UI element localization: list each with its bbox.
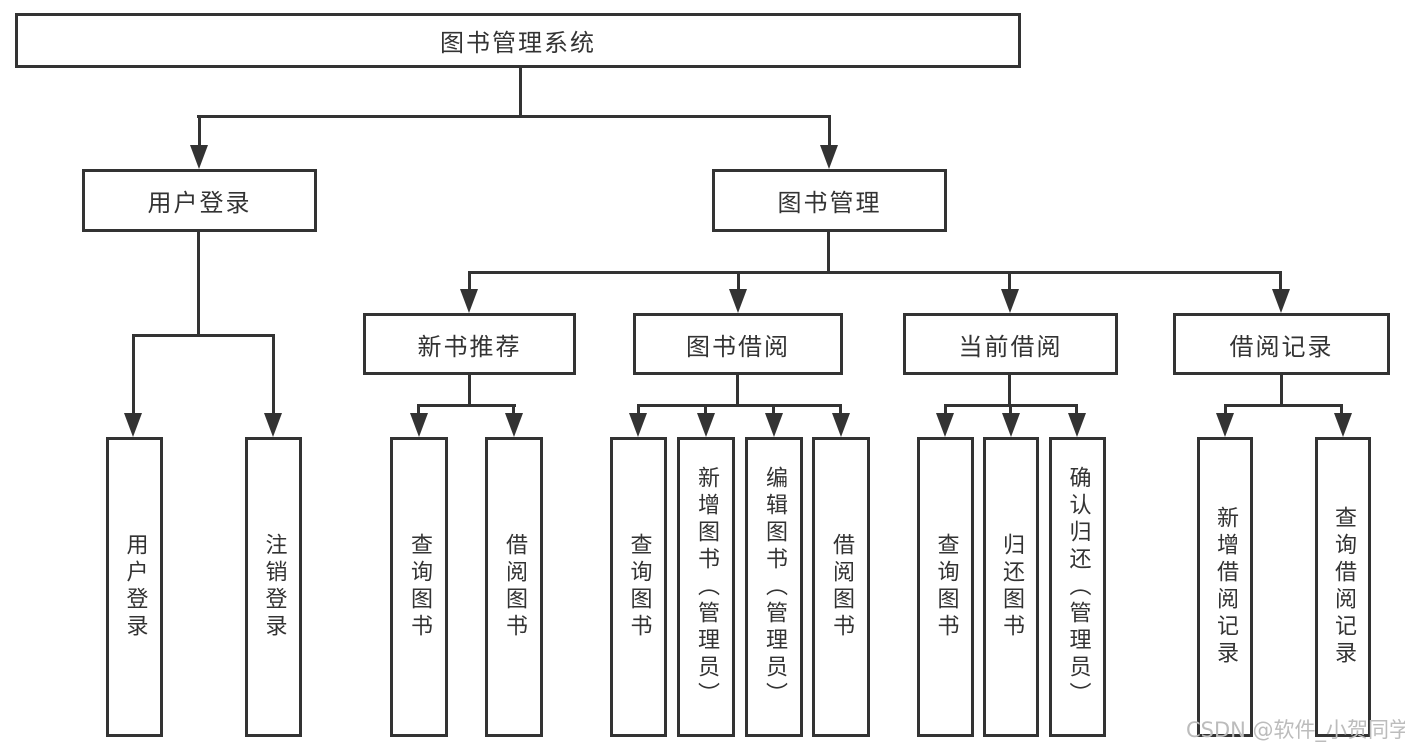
connector-line: [132, 334, 275, 337]
node-label: 新书推荐: [417, 332, 522, 361]
arrow-down-icon: [820, 145, 838, 169]
leaf-add-borrow-record: 新增借阅记录: [1197, 437, 1253, 737]
leaf-edit-books-admin: 编辑图书（管理员）: [745, 437, 803, 737]
arrow-down-icon: [124, 413, 142, 437]
connector-line: [512, 404, 515, 415]
node-library-management-system: 图书管理系统: [15, 13, 1021, 68]
connector-line: [197, 115, 831, 118]
connector-line: [1224, 404, 1227, 415]
leaf-borrow-books-borrowing: 借阅图书: [812, 437, 870, 737]
csdn-watermark: CSDN @软件_小贺同学: [1186, 718, 1405, 742]
leaf-label: 新增图书（管理员）: [694, 465, 719, 709]
node-label: 当前借阅: [958, 332, 1063, 361]
node-new-book-recommendation: 新书推荐: [363, 313, 576, 375]
connector-line: [944, 404, 947, 415]
leaf-label: 借阅图书: [829, 533, 854, 641]
leaf-label: 查询图书: [407, 533, 432, 641]
leaf-label: 编辑图书（管理员）: [762, 465, 787, 709]
leaf-label: 查询图书: [933, 533, 959, 641]
arrow-down-icon: [505, 413, 523, 437]
node-label: 图书借阅: [686, 332, 790, 361]
node-label: 图书管理系统: [440, 29, 596, 57]
arrow-down-icon: [832, 413, 850, 437]
node-label: 用户登录: [147, 189, 252, 217]
connector-line: [1279, 271, 1282, 291]
leaf-return-books: 归还图书: [983, 437, 1039, 737]
leaf-add-books-admin: 新增图书（管理员）: [677, 437, 735, 737]
connector-line: [772, 404, 775, 415]
connector-line: [1008, 375, 1011, 407]
leaf-user-login: 用户登录: [106, 437, 163, 737]
arrow-down-icon: [1272, 289, 1290, 313]
connector-line: [198, 115, 201, 147]
arrow-down-icon: [765, 413, 783, 437]
connector-line: [704, 404, 707, 415]
node-user-login: 用户登录: [82, 169, 317, 232]
connector-line: [1008, 271, 1011, 291]
leaf-label: 新增借阅记录: [1213, 506, 1238, 668]
connector-line: [839, 404, 842, 415]
arrow-down-icon: [729, 289, 747, 313]
connector-line: [1280, 375, 1283, 407]
leaf-confirm-return-admin: 确认归还（管理员）: [1049, 437, 1106, 737]
arrow-down-icon: [1334, 413, 1352, 437]
arrow-down-icon: [1216, 413, 1234, 437]
leaf-label: 确认归还（管理员）: [1065, 465, 1091, 709]
node-current-borrowing: 当前借阅: [903, 313, 1118, 375]
leaf-label: 查询借阅记录: [1331, 506, 1356, 668]
connector-line: [827, 232, 830, 273]
connector-line: [519, 68, 522, 117]
connector-line: [737, 271, 740, 291]
connector-line: [1009, 404, 1012, 415]
connector-line: [468, 271, 471, 291]
connector-line: [1075, 404, 1078, 415]
leaf-query-borrow-record: 查询借阅记录: [1315, 437, 1371, 737]
connector-line: [736, 375, 739, 407]
node-label: 图书管理: [777, 189, 882, 217]
leaf-label: 借阅图书: [502, 533, 527, 641]
connector-line: [132, 334, 135, 415]
connector-line: [468, 271, 1282, 274]
arrow-down-icon: [264, 413, 282, 437]
node-label: 借阅记录: [1229, 332, 1334, 361]
arrow-down-icon: [460, 289, 478, 313]
leaf-label: 归还图书: [999, 533, 1024, 641]
node-borrowing-records: 借阅记录: [1173, 313, 1390, 375]
connector-line: [1340, 404, 1343, 415]
connector-line: [468, 375, 471, 407]
arrow-down-icon: [1001, 289, 1019, 313]
connector-line: [272, 334, 275, 415]
connector-line: [1224, 404, 1343, 407]
connector-line: [417, 404, 516, 407]
connector-line: [417, 404, 420, 415]
leaf-borrow-books-recommend: 借阅图书: [485, 437, 543, 737]
leaf-query-books-recommend: 查询图书: [390, 437, 448, 737]
leaf-logout: 注销登录: [245, 437, 302, 737]
node-book-borrowing: 图书借阅: [633, 313, 843, 375]
arrow-down-icon: [190, 145, 208, 169]
arrow-down-icon: [936, 413, 954, 437]
connector-line: [637, 404, 640, 415]
leaf-label: 注销登录: [261, 533, 287, 641]
connector-line: [828, 115, 831, 147]
connector-line: [637, 404, 842, 407]
arrow-down-icon: [697, 413, 715, 437]
connector-line: [197, 232, 200, 337]
leaf-query-books-current: 查询图书: [917, 437, 974, 737]
arrow-down-icon: [1068, 413, 1086, 437]
arrow-down-icon: [410, 413, 428, 437]
arrow-down-icon: [1002, 413, 1020, 437]
node-book-management: 图书管理: [712, 169, 947, 232]
arrow-down-icon: [629, 413, 647, 437]
leaf-query-books-borrowing: 查询图书: [610, 437, 667, 737]
leaf-label: 查询图书: [626, 533, 652, 641]
leaf-label: 用户登录: [122, 533, 148, 641]
